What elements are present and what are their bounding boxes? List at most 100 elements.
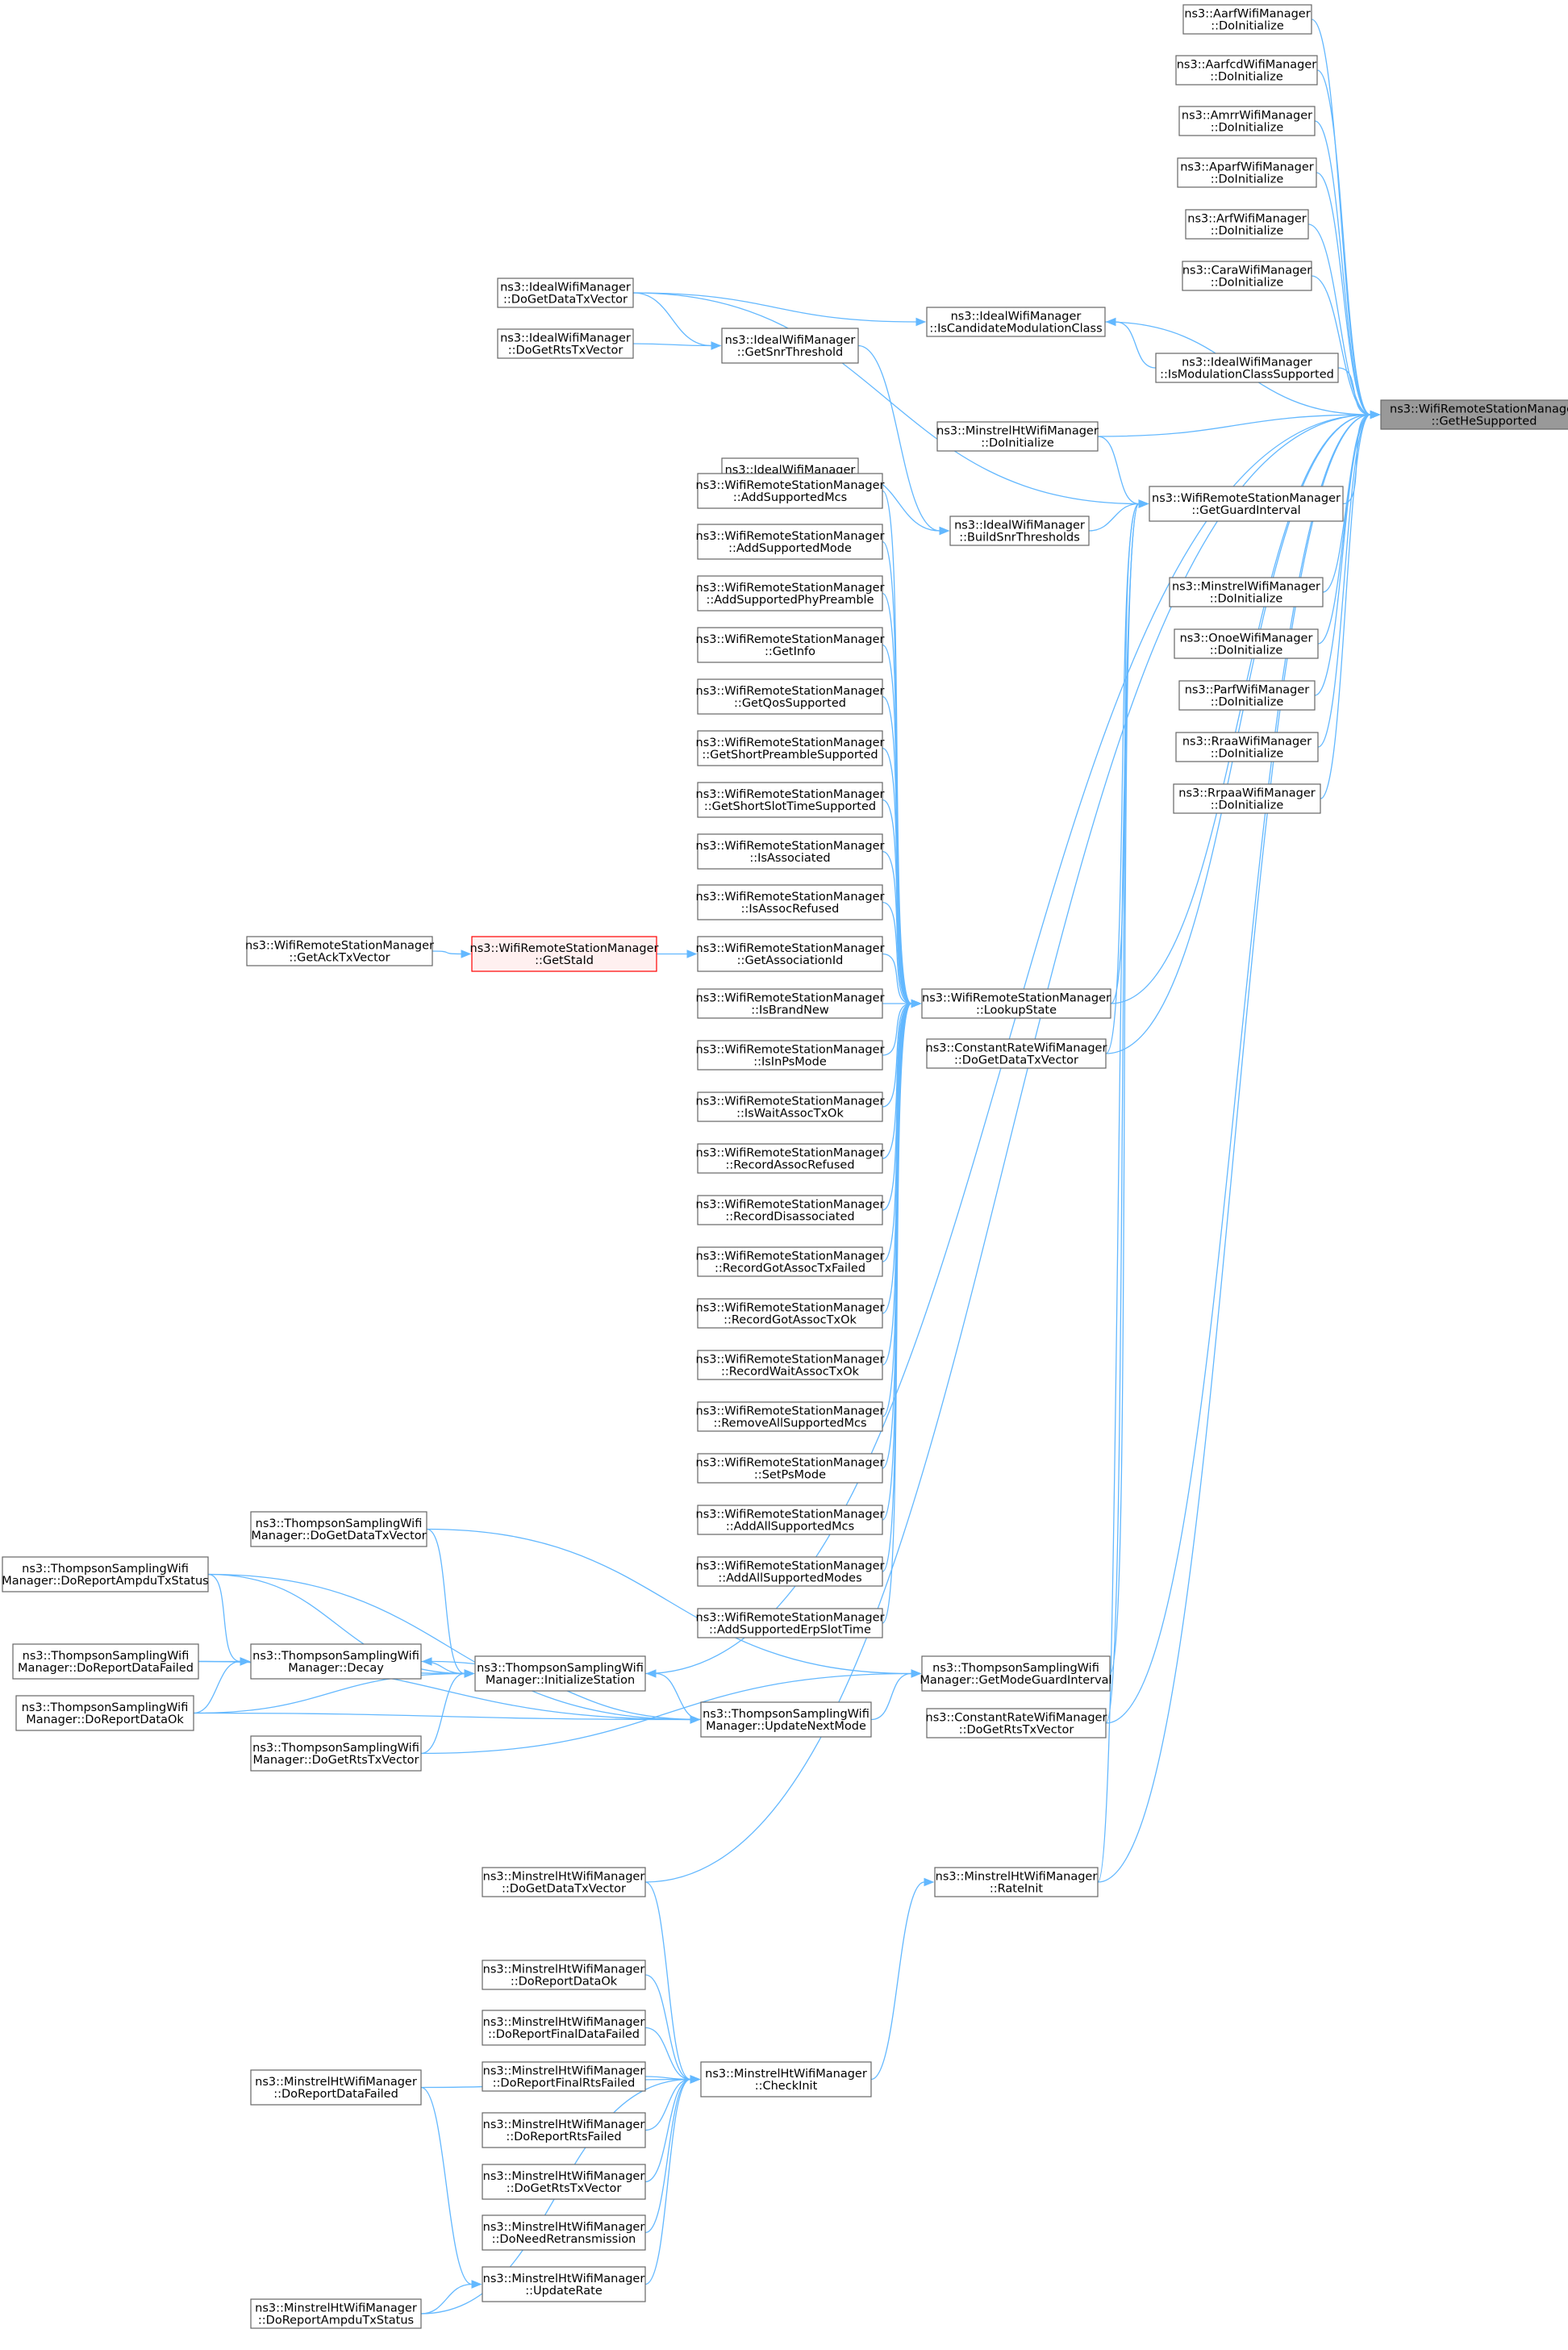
node-getinfo[interactable]: ns3::WifiRemoteStationManager::GetInfo xyxy=(696,627,885,663)
node-label-mhtcheck-line-0: ns3::MinstrelHtWifiManager xyxy=(705,2068,867,2081)
node-box-getsnr xyxy=(721,328,859,364)
node-getassocid[interactable]: ns3::WifiRemoteStationManager::GetAssoci… xyxy=(696,936,885,972)
edge-tsdata-to-tsinit xyxy=(426,1528,465,1675)
node-box-removeall xyxy=(697,1401,883,1432)
node-label-recgotok-line-1: ::RecordGotAssocTxOk xyxy=(724,1314,857,1327)
node-tsampdu[interactable]: ns3::ThompsonSamplingWifiManager::DoRepo… xyxy=(2,1556,209,1592)
node-label-rrpaa-line-1: ::DoInitialize xyxy=(1211,799,1284,812)
node-label-tsdecay-line-1: Manager::Decay xyxy=(288,1662,384,1675)
node-tsrts[interactable]: ns3::ThompsonSamplingWifiManager::DoGetR… xyxy=(250,1735,422,1772)
node-idealdata[interactable]: ns3::IdealWifiManager::DoGetDataTxVector xyxy=(497,278,634,308)
node-label-crdata-line-1: ::DoGetDataTxVector xyxy=(954,1054,1078,1067)
node-recref[interactable]: ns3::WifiRemoteStationManager::RecordAss… xyxy=(696,1143,885,1174)
node-addmcs[interactable]: ns3::WifiRemoteStationManager::AddSuppor… xyxy=(696,473,885,509)
node-recdis[interactable]: ns3::WifiRemoteStationManager::RecordDis… xyxy=(696,1195,885,1225)
node-getsnr[interactable]: ns3::IdealWifiManager::GetSnrThreshold xyxy=(721,328,859,364)
node-mhtfail[interactable]: ns3::MinstrelHtWifiManager::DoReportData… xyxy=(250,2069,422,2106)
node-crdata[interactable]: ns3::ConstantRateWifiManager::DoGetDataT… xyxy=(926,1038,1107,1069)
node-mhtinit[interactable]: ns3::MinstrelHtWifiManager::DoInitialize xyxy=(936,421,1099,452)
node-getstaid[interactable]: ns3::WifiRemoteStationManager::GetStaId xyxy=(470,936,659,972)
node-box-crrts xyxy=(926,1708,1107,1738)
node-getshortslot[interactable]: ns3::WifiRemoteStationManager::GetShortS… xyxy=(696,782,885,818)
node-label-getshortpre-line-1: ::GetShortPreambleSupported xyxy=(702,749,878,762)
node-mhtdata[interactable]: ns3::MinstrelHtWifiManager::DoGetDataTxV… xyxy=(482,1867,646,1897)
node-recgotok[interactable]: ns3::WifiRemoteStationManager::RecordGot… xyxy=(696,1298,885,1329)
node-minit[interactable]: ns3::MinstrelWifiManager::DoInitialize xyxy=(1169,577,1324,607)
node-onoe[interactable]: ns3::OnoeWifiManager::DoInitialize xyxy=(1174,628,1319,659)
node-label-cara-line-0: ns3::CaraWifiManager xyxy=(1182,265,1312,278)
node-root[interactable]: ns3::WifiRemoteStationManager::GetHeSupp… xyxy=(1380,399,1568,430)
node-tsdata[interactable]: ns3::ThompsonSamplingWifiManager::DoGetD… xyxy=(250,1511,427,1547)
node-box-addallmcs xyxy=(697,1505,883,1535)
node-getqos[interactable]: ns3::WifiRemoteStationManager::GetQosSup… xyxy=(696,678,885,715)
node-idealrts[interactable]: ns3::IdealWifiManager::DoGetRtsTxVector xyxy=(497,328,634,359)
node-ismod[interactable]: ns3::IdealWifiManager::IsModulationClass… xyxy=(1155,353,1339,383)
node-recwait[interactable]: ns3::WifiRemoteStationManager::RecordWai… xyxy=(696,1350,885,1380)
node-buildsnr[interactable]: ns3::IdealWifiManager::BuildSnrThreshold… xyxy=(949,515,1090,546)
node-isassocref[interactable]: ns3::WifiRemoteStationManager::IsAssocRe… xyxy=(696,884,885,920)
node-label-recwait-line-1: ::RecordWaitAssocTxOk xyxy=(721,1366,860,1379)
node-isassoc[interactable]: ns3::WifiRemoteStationManager::IsAssocia… xyxy=(696,833,885,870)
node-label-mhtfail-line-0: ns3::MinstrelHtWifiManager xyxy=(255,2076,417,2089)
node-rraa[interactable]: ns3::RraaWifiManager::DoInitialize xyxy=(1175,732,1319,762)
edge-getgi-to-root xyxy=(1342,414,1371,505)
node-box-lookup xyxy=(921,988,1111,1019)
arrowhead-mhtampdu-to-mhtupdate xyxy=(471,2280,482,2289)
node-rrpaa[interactable]: ns3::RrpaaWifiManager::DoInitialize xyxy=(1173,783,1321,814)
arrowhead-getack-to-getstaid xyxy=(461,950,472,958)
node-tsupdate[interactable]: ns3::ThompsonSamplingWifiManager::Update… xyxy=(700,1701,872,1738)
node-amrr[interactable]: ns3::AmrrWifiManager::DoInitialize xyxy=(1178,106,1316,136)
node-aarf[interactable]: ns3::AarfWifiManager::DoInitialize xyxy=(1182,4,1312,35)
node-label-getgi-line-0: ns3::WifiRemoteStationManager xyxy=(1152,492,1341,505)
node-adderp[interactable]: ns3::WifiRemoteStationManager::AddSuppor… xyxy=(696,1608,885,1638)
node-mhtampdu[interactable]: ns3::MinstrelHtWifiManager::DoReportAmpd… xyxy=(250,2298,422,2329)
node-mhtfinaldata[interactable]: ns3::MinstrelHtWifiManager::DoReportFina… xyxy=(482,2010,646,2046)
node-mhtrate[interactable]: ns3::MinstrelHtWifiManager::RateInit xyxy=(934,1867,1099,1897)
node-addallmodes[interactable]: ns3::WifiRemoteStationManager::AddAllSup… xyxy=(696,1556,885,1587)
node-label-mhtfinalrts-line-0: ns3::MinstrelHtWifiManager xyxy=(483,2065,645,2078)
node-getshortpre[interactable]: ns3::WifiRemoteStationManager::GetShortP… xyxy=(696,730,885,766)
node-label-removeall-line-1: ::RemoveAllSupportedMcs xyxy=(713,1417,866,1430)
node-crrts[interactable]: ns3::ConstantRateWifiManager::DoGetRtsTx… xyxy=(926,1708,1107,1738)
node-iswait[interactable]: ns3::WifiRemoteStationManager::IsWaitAss… xyxy=(696,1092,885,1122)
edge-crrts-to-root xyxy=(1105,414,1371,1724)
node-addallmcs[interactable]: ns3::WifiRemoteStationManager::AddAllSup… xyxy=(696,1505,885,1535)
node-mhtcheck[interactable]: ns3::MinstrelHtWifiManager::CheckInit xyxy=(700,2061,872,2097)
node-tsfail[interactable]: ns3::ThompsonSamplingWifiManager::DoRepo… xyxy=(12,1643,199,1680)
node-mhtok[interactable]: ns3::MinstrelHtWifiManager::DoReportData… xyxy=(482,1960,646,1990)
node-mhtupdate[interactable]: ns3::MinstrelHtWifiManager::UpdateRate xyxy=(482,2266,646,2302)
node-box-adderp xyxy=(697,1608,883,1638)
node-aarfcd[interactable]: ns3::AarfcdWifiManager::DoInitialize xyxy=(1175,55,1318,86)
node-label-getmodegi-line-1: Manager::GetModeGuardInterval xyxy=(920,1674,1111,1687)
node-label-getassocid-line-0: ns3::WifiRemoteStationManager xyxy=(696,942,885,955)
node-tsok[interactable]: ns3::ThompsonSamplingWifiManager::DoRepo… xyxy=(15,1695,194,1731)
node-addphy[interactable]: ns3::WifiRemoteStationManager::AddSuppor… xyxy=(696,575,885,612)
node-mhtrtsfail[interactable]: ns3::MinstrelHtWifiManager::DoReportRtsF… xyxy=(482,2112,646,2148)
node-getack[interactable]: ns3::WifiRemoteStationManager::GetAckTxV… xyxy=(245,936,434,966)
node-recgotfail[interactable]: ns3::WifiRemoteStationManager::RecordGot… xyxy=(696,1246,885,1277)
node-removeall[interactable]: ns3::WifiRemoteStationManager::RemoveAll… xyxy=(696,1401,885,1432)
node-mhtrts[interactable]: ns3::MinstrelHtWifiManager::DoGetRtsTxVe… xyxy=(482,2164,646,2200)
node-aparf[interactable]: ns3::AparfWifiManager::DoInitialize xyxy=(1177,157,1317,188)
node-box-tsok xyxy=(15,1695,194,1731)
node-tsinit[interactable]: ns3::ThompsonSamplingWifiManager::Initia… xyxy=(474,1655,646,1692)
node-label-mhtretr-line-0: ns3::MinstrelHtWifiManager xyxy=(483,2221,645,2234)
node-mhtfinalrts[interactable]: ns3::MinstrelHtWifiManager::DoReportFina… xyxy=(482,2061,646,2092)
node-arf[interactable]: ns3::ArfWifiManager::DoInitialize xyxy=(1185,209,1309,240)
node-parf[interactable]: ns3::ParfWifiManager::DoInitialize xyxy=(1178,680,1316,711)
node-cara[interactable]: ns3::CaraWifiManager::DoInitialize xyxy=(1182,261,1312,291)
node-addmode[interactable]: ns3::WifiRemoteStationManager::AddSuppor… xyxy=(696,524,885,560)
node-lookup[interactable]: ns3::WifiRemoteStationManager::LookupSta… xyxy=(921,988,1111,1019)
node-getmodegi[interactable]: ns3::ThompsonSamplingWifiManager::GetMod… xyxy=(920,1655,1112,1692)
node-isbrand[interactable]: ns3::WifiRemoteStationManager::IsBrandNe… xyxy=(696,988,885,1019)
node-box-arf xyxy=(1185,209,1309,240)
node-getgi[interactable]: ns3::WifiRemoteStationManager::GetGuardI… xyxy=(1149,486,1344,522)
arrowhead-idealdata-to-getgi xyxy=(1138,499,1149,508)
node-iscand[interactable]: ns3::IdealWifiManager::IsCandidateModula… xyxy=(926,307,1106,337)
node-mhtretr[interactable]: ns3::MinstrelHtWifiManager::DoNeedRetran… xyxy=(482,2214,646,2251)
node-label-aparf-line-0: ns3::AparfWifiManager xyxy=(1180,161,1314,174)
node-label-mhtampdu-line-0: ns3::MinstrelHtWifiManager xyxy=(255,2302,417,2315)
node-isinps[interactable]: ns3::WifiRemoteStationManager::IsInPsMod… xyxy=(696,1040,885,1071)
node-setps[interactable]: ns3::WifiRemoteStationManager::SetPsMode xyxy=(696,1453,885,1484)
